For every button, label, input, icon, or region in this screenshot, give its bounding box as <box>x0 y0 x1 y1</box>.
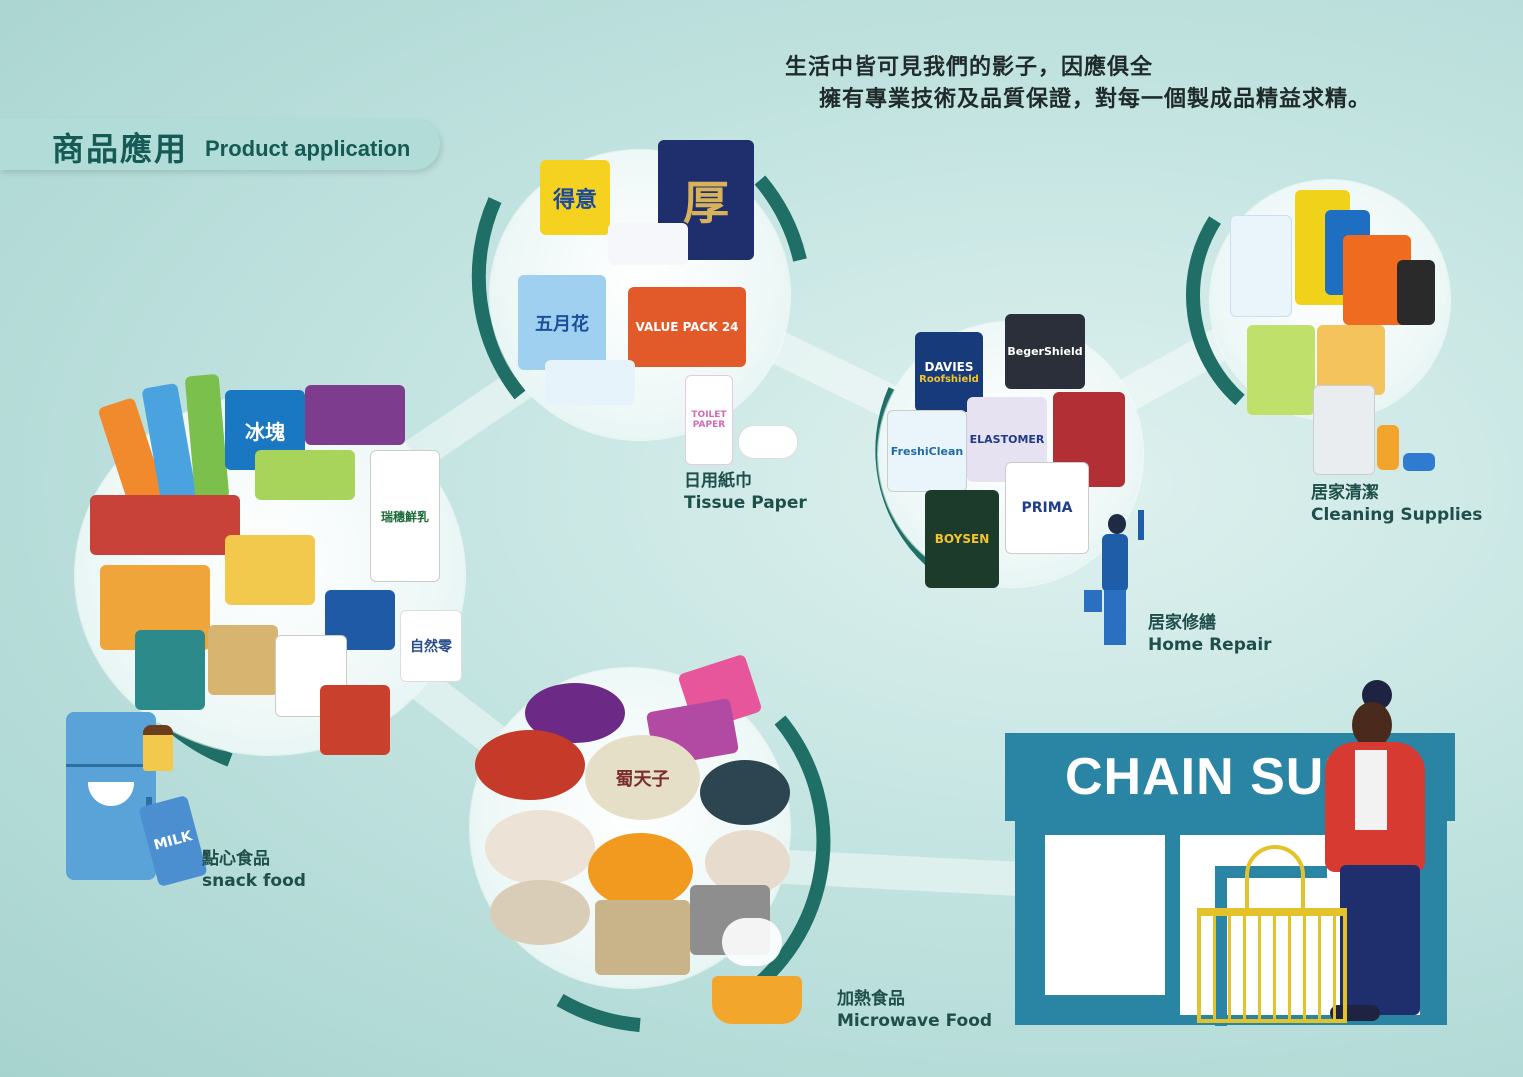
store-window-left <box>1045 835 1165 995</box>
label-repair-en: Home Repair <box>1148 635 1272 655</box>
label-snack-cn: 點心食品 <box>202 849 270 869</box>
label-tissue-en: Tissue Paper <box>684 493 807 513</box>
shutianzi-bowl: 蜀天子 <box>585 735 700 820</box>
label-microwave-cn: 加熱食品 <box>837 989 905 1009</box>
davies-paint: DAVIES Roofshield <box>915 332 983 412</box>
section-title-cn: 商品應用 <box>52 130 189 168</box>
value-pack: VALUE PACK 24 <box>628 287 746 367</box>
shopper-pants <box>1340 865 1420 1015</box>
paint-bucket <box>1084 590 1102 612</box>
shopper-head <box>1352 702 1392 748</box>
label-cleaning-cn: 居家清潔 <box>1311 483 1379 503</box>
porridge-bowl-dark <box>700 760 790 825</box>
lemon-pack <box>255 450 355 500</box>
chicken-soup-box <box>595 900 690 975</box>
snack-products: 冰​塊 瑞穗鮮乳 自然零 <box>90 370 470 770</box>
fridge-bowl <box>88 782 134 806</box>
shopper-shirt <box>1355 750 1387 830</box>
ruisui-milk-bottle: 瑞穗鮮乳 <box>370 450 440 582</box>
fresh-clean-paint: FreshiClean <box>887 410 967 492</box>
label-snack: 點心食品 snack food <box>202 848 306 892</box>
label-repair-cn: 居家修繕 <box>1148 613 1216 633</box>
cleaning-products <box>1225 185 1440 480</box>
label-microwave-en: Microwave Food <box>837 1011 993 1031</box>
label-repair: 居家修繕 Home Repair <box>1148 612 1272 656</box>
section-title-en: Product application <box>205 136 411 161</box>
almond-tofu <box>208 625 278 695</box>
fridge-illustration <box>66 712 156 880</box>
davies-roofshield: Roofshield <box>919 373 979 385</box>
oat-cup <box>320 685 390 755</box>
milk-cups <box>90 495 240 555</box>
pudding-illustration <box>143 725 173 771</box>
pudding-cup <box>225 535 315 605</box>
noodle-bowl-2 <box>475 730 585 800</box>
tissue-products: 得意 厚 五月花 VALUE PACK 24 TOILET PAPER <box>500 135 800 465</box>
toilet-paper-pack: TOILET PAPER <box>685 375 733 465</box>
tissue-box-white <box>608 223 688 265</box>
fridge-divider <box>66 764 156 767</box>
shopper-illustration <box>1270 680 1460 1030</box>
painter-body <box>1102 534 1128 592</box>
microwave-products: 蜀天子 <box>470 653 820 985</box>
shopping-basket <box>1197 908 1347 1023</box>
soup-bowl-orange <box>588 833 693 908</box>
section-title-pill <box>0 118 440 170</box>
porridge-bowl-3 <box>490 880 590 945</box>
painter-illustration <box>1084 510 1160 645</box>
steam-cloud <box>722 918 782 966</box>
tea-can <box>135 630 205 710</box>
prima-paint: PRIMA <box>1005 462 1089 554</box>
deyi-tissue-pack: 得意 <box>540 160 610 235</box>
boysen-paint: BOYSEN <box>925 490 999 588</box>
label-tissue: 日用紙巾 Tissue Paper <box>684 470 807 514</box>
ziran-pack: 自然零 <box>400 610 462 682</box>
headline: 生活中皆可見我們的影子，因應俱全 擁有專業技術及品質保證，對每一個製成品精益求精… <box>785 52 1371 116</box>
beger-paint: BegerShield <box>1005 314 1085 389</box>
sponge <box>1403 453 1435 471</box>
bread-pack <box>305 385 405 445</box>
basket-handle <box>1245 845 1305 915</box>
porridge-bowl-1 <box>485 810 595 885</box>
wuyuehua-pack: 五月花 <box>518 275 606 370</box>
label-cleaning-en: Cleaning Supplies <box>1311 505 1483 525</box>
label-microwave: 加熱食品 Microwave Food <box>837 988 992 1032</box>
refill-pack-green <box>1247 325 1315 415</box>
label-snack-en: snack food <box>202 871 306 891</box>
painter-head <box>1108 514 1126 534</box>
headline-line-2: 擁有專業技術及品質保證，對每一個製成品精益求精。 <box>819 87 1372 112</box>
paint-products: DAVIES Roofshield BegerShield FreshiClea… <box>885 312 1145 602</box>
pot-illustration <box>712 976 802 1024</box>
black-bottle <box>1397 260 1435 325</box>
davies-brand: DAVIES <box>924 359 974 374</box>
label-tissue-cn: 日用紙巾 <box>684 471 752 491</box>
refill-pack-orange <box>1317 325 1385 395</box>
porridge-bowl-2 <box>705 830 790 895</box>
painter-legs <box>1104 590 1126 645</box>
tissue-soft-pack <box>545 360 635 405</box>
paint-roller <box>1138 510 1144 540</box>
toilet-rolls <box>738 425 798 459</box>
label-cleaning: 居家清潔 Cleaning Supplies <box>1311 482 1482 526</box>
detergent-bottle-white <box>1230 215 1292 317</box>
washing-machine <box>1313 385 1375 475</box>
dish-soap <box>1377 425 1399 470</box>
headline-line-1: 生活中皆可見我們的影子，因應俱全 <box>785 55 1154 80</box>
